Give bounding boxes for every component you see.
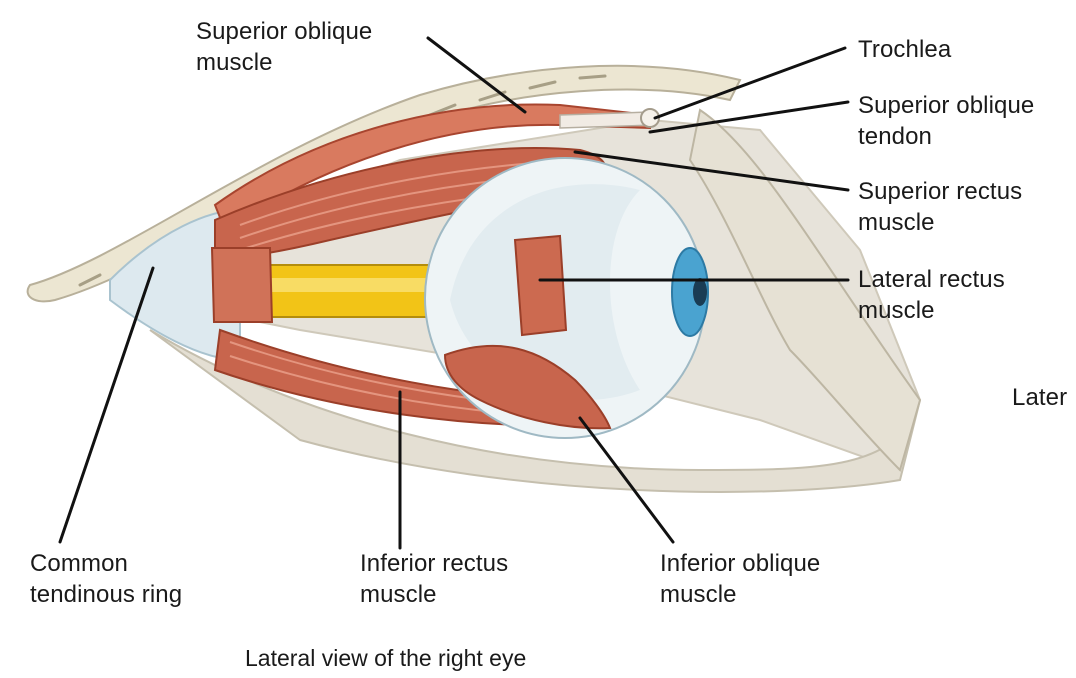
leader-superior-oblique-tendon	[650, 102, 848, 132]
pupil-shape	[693, 278, 707, 306]
label-superior-rectus-muscle: Superior rectus muscle	[858, 176, 1022, 238]
leader-common-tendinous-ring	[60, 268, 153, 542]
label-inferior-oblique-muscle: Inferior oblique muscle	[660, 548, 820, 610]
label-common-tendinous-ring: Common tendinous ring	[30, 548, 182, 610]
common-tendinous-ring-shape	[212, 248, 272, 322]
label-inferior-rectus-muscle: Inferior rectus muscle	[360, 548, 508, 610]
label-superior-oblique-muscle: Superior oblique muscle	[196, 16, 372, 78]
lateral-rectus-shape	[515, 236, 566, 335]
label-trochlea: Trochlea	[858, 34, 951, 65]
label-lateral-cut: Later	[1012, 382, 1067, 413]
diagram-caption: Lateral view of the right eye	[245, 645, 526, 672]
optic-nerve-highlight	[265, 278, 445, 292]
label-lateral-rectus-muscle: Lateral rectus muscle	[858, 264, 1005, 326]
label-superior-oblique-tendon: Superior oblique tendon	[858, 90, 1034, 152]
